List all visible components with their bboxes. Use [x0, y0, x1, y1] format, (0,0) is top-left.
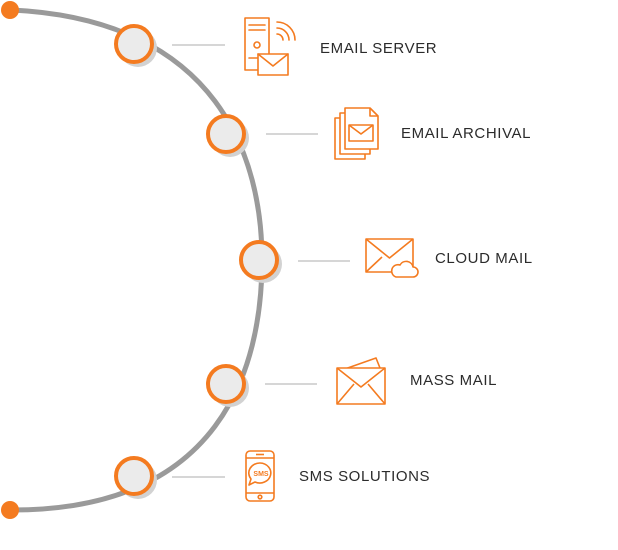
timeline-node — [206, 364, 249, 407]
email-server-icon — [244, 17, 296, 76]
service-label-email-archival: EMAIL ARCHIVAL — [401, 125, 532, 142]
timeline-node — [114, 24, 157, 67]
cloud-mail-icon — [365, 238, 419, 278]
email-archival-icon — [334, 107, 379, 160]
mass-mail-icon — [336, 357, 386, 405]
service-label-email-server: EMAIL SERVER — [320, 40, 438, 57]
service-label-mass-mail: MASS MAIL — [410, 372, 498, 389]
timeline-node — [239, 240, 282, 283]
arc-start-dot — [1, 1, 19, 19]
service-label-cloud-mail: CLOUD MAIL — [435, 250, 533, 267]
timeline-node — [114, 456, 157, 499]
service-label-sms-solutions: SMS SOLUTIONS — [299, 468, 431, 485]
timeline-node — [206, 114, 249, 157]
arc-end-dot — [1, 501, 19, 519]
sms-icon-text: SMS — [253, 471, 269, 478]
sms-solutions-icon: SMS — [245, 450, 275, 502]
timeline-arc — [11, 7, 265, 513]
